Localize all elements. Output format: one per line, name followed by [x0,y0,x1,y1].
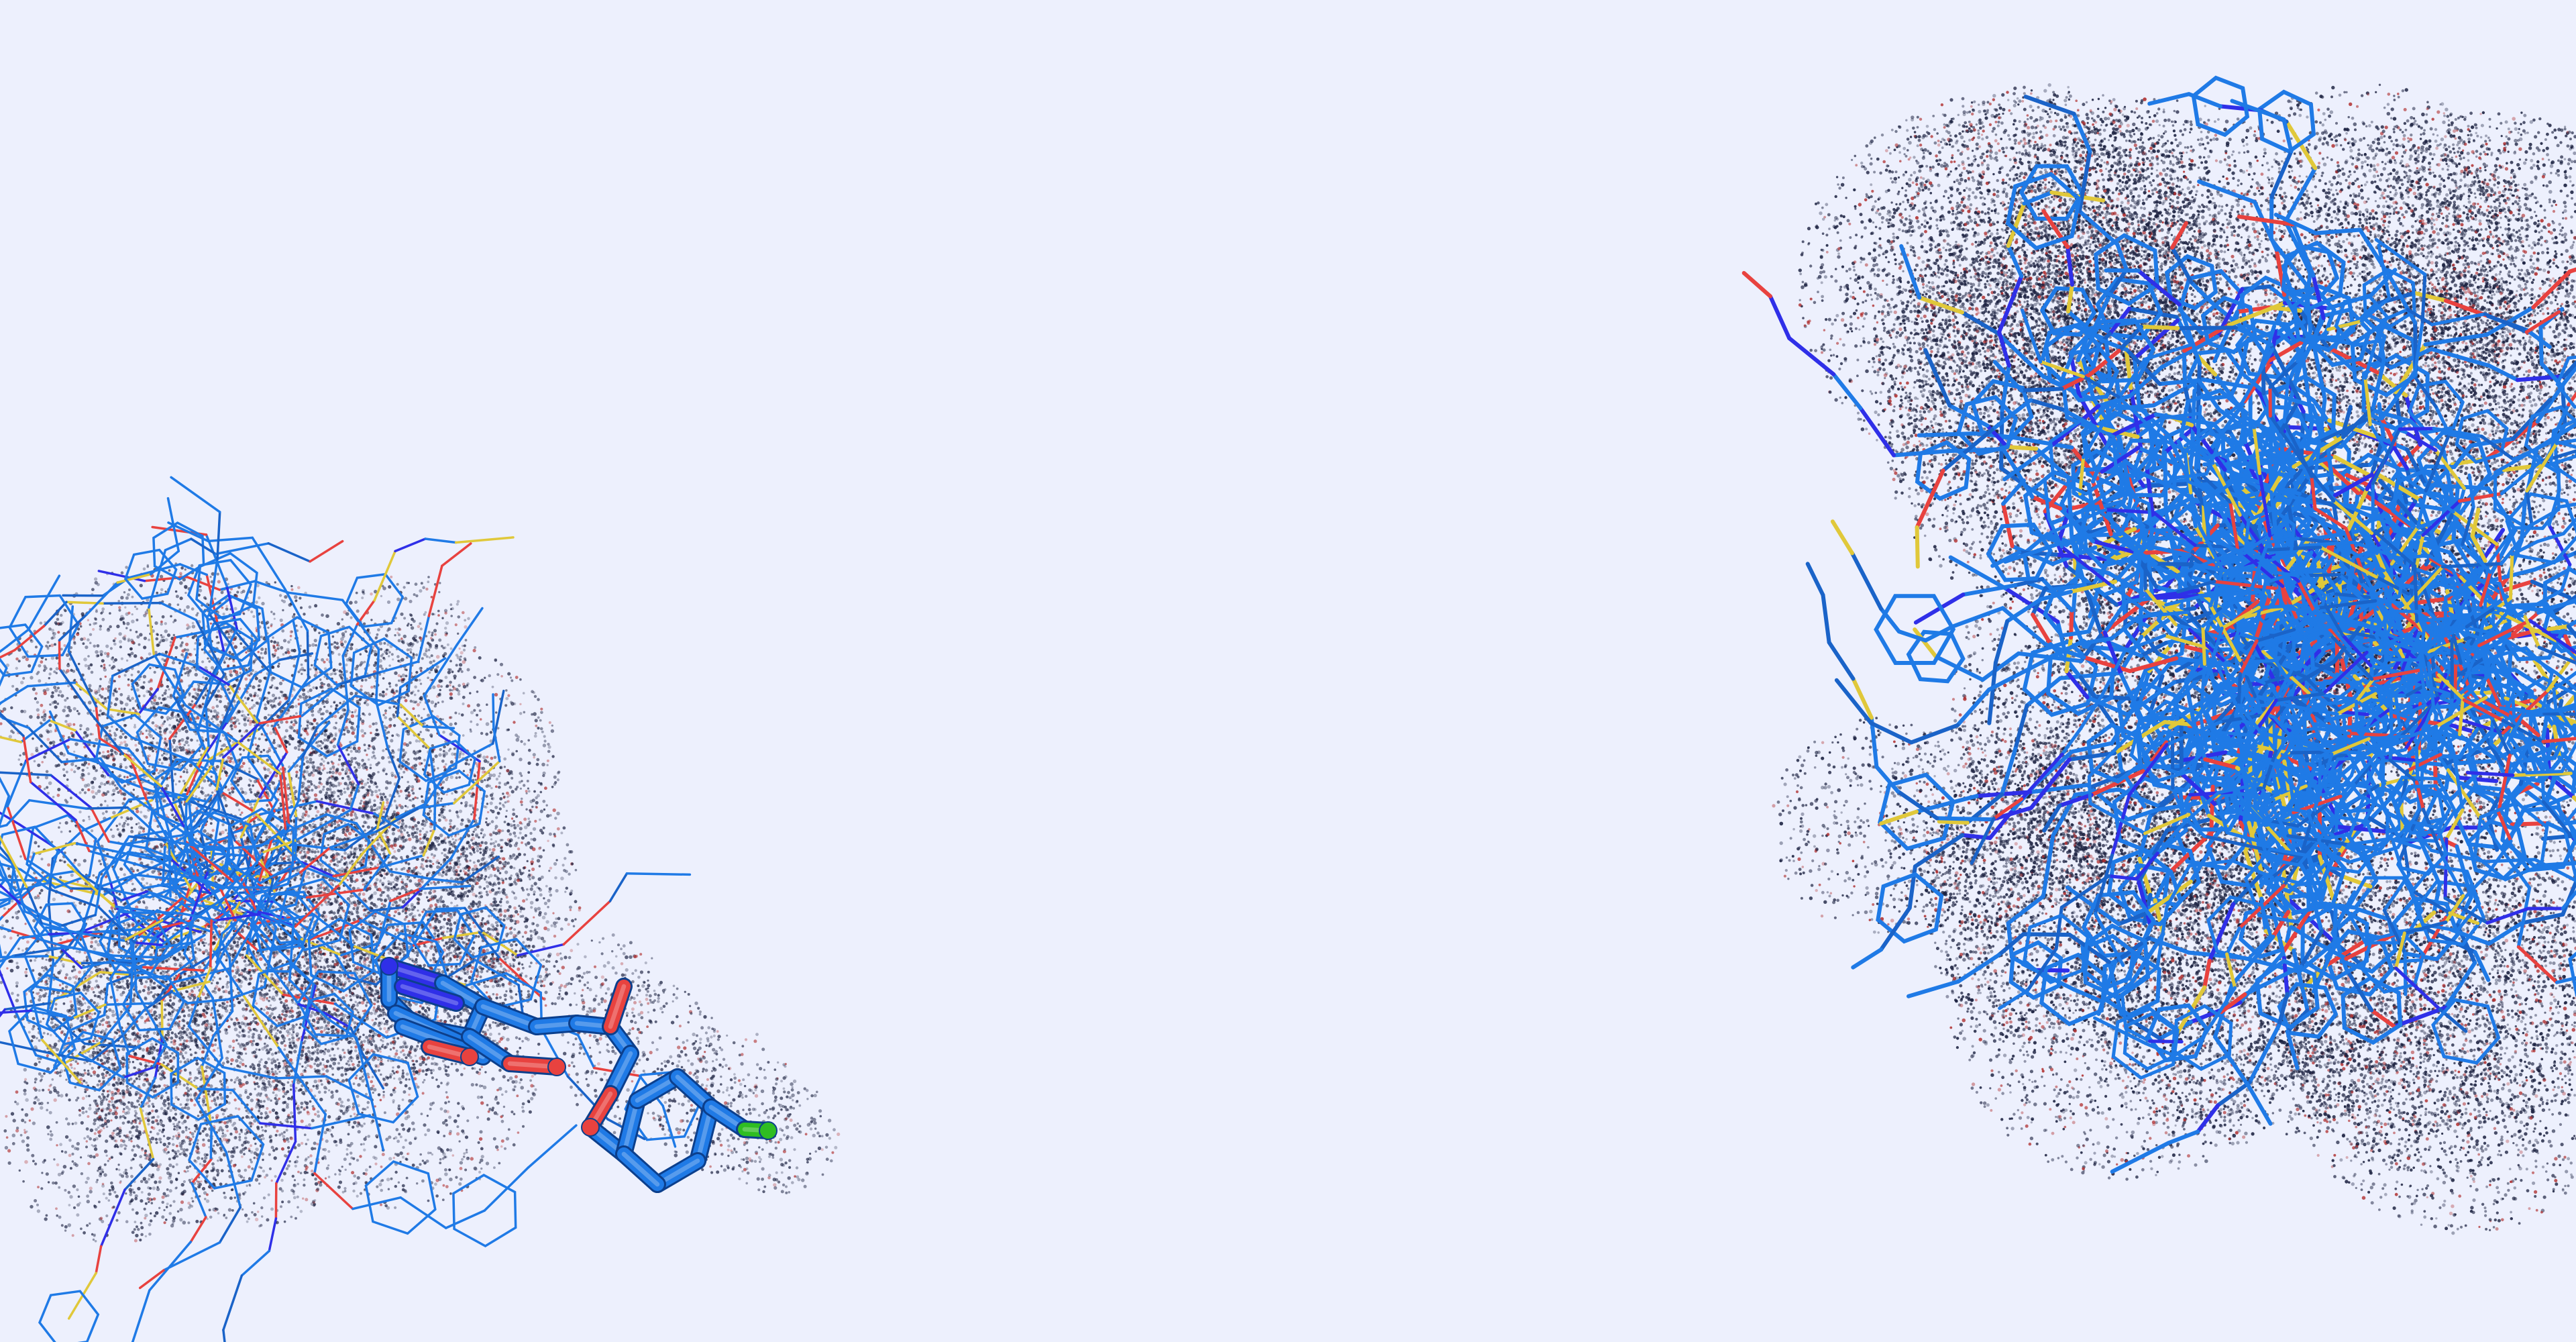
molecular-scene[interactable] [0,0,2576,1342]
molecular-viewer-canvas[interactable] [0,0,2576,1342]
